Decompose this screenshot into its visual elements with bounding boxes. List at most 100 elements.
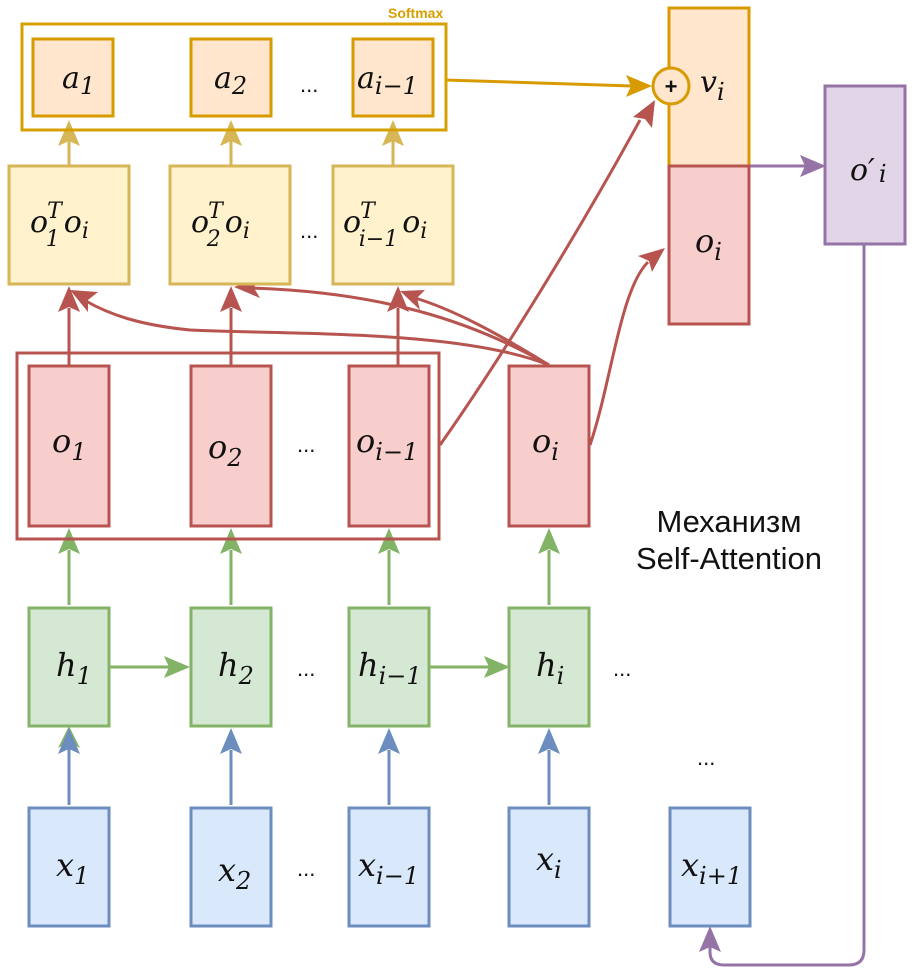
arrowhead (220, 528, 242, 554)
arrowhead (164, 656, 190, 678)
node-xim1: xi−1 (347, 806, 431, 928)
arrowhead (699, 926, 721, 952)
node-a1: a1 (31, 37, 115, 118)
ellipsis: ... (297, 432, 315, 457)
node-x2: x2 (189, 806, 273, 928)
node-xi: xi (507, 806, 591, 928)
svg-text:h2: h2 (218, 646, 254, 690)
svg-text:ai−1: ai−1 (357, 61, 418, 100)
node-oi: oi (507, 364, 591, 528)
vi-label: vi (700, 65, 725, 106)
svg-text:o2: o2 (208, 428, 243, 472)
arrowhead (220, 286, 242, 312)
arrowhead (378, 728, 400, 754)
arrowhead (387, 286, 409, 312)
arrowhead (58, 120, 80, 146)
arrow-oi-score2 (249, 286, 550, 367)
svg-text:a2: a2 (214, 61, 247, 100)
node-a2: a2 (189, 37, 273, 118)
node-oprime: o′i (823, 84, 907, 246)
arrowhead (538, 528, 560, 554)
weight-row: a1 a2 ai−1 (31, 37, 435, 118)
svg-text:x2: x2 (218, 851, 251, 895)
ellipsis: ... (300, 72, 318, 97)
svg-text:o1: o1 (52, 422, 87, 466)
title-line-2: Self-Attention (636, 541, 822, 576)
ellipsis-group: ... ... ... ... ... ... ... (297, 72, 715, 881)
softmax-label: Softmax (388, 5, 443, 21)
title-line-1: Механизм (656, 504, 801, 539)
arrowhead (58, 728, 80, 754)
node-xip1: xi+1 (668, 806, 752, 928)
node-o1: o1 (27, 364, 111, 528)
arrowhead (538, 728, 560, 754)
ellipsis: ... (297, 856, 315, 881)
arrow-oi-score1 (83, 298, 550, 367)
node-hi: hi (507, 606, 591, 728)
arrowhead (626, 75, 652, 97)
svg-text:a1: a1 (62, 61, 95, 100)
arrowhead (382, 120, 404, 146)
green-arrow-group (67, 550, 551, 669)
hidden-row: h1 h2 hi−1 hi (27, 606, 591, 728)
node-h2: h2 (189, 606, 273, 728)
arrowhead (400, 290, 425, 310)
svg-text:xi−1: xi−1 (358, 846, 419, 890)
arrow-oim1-vi (438, 119, 642, 446)
arrow-oi-scoreim1 (414, 296, 550, 367)
arrowhead (378, 528, 400, 554)
purple-arrow-group (708, 164, 866, 967)
node-concat-oi (667, 164, 751, 326)
ellipsis: ... (613, 656, 631, 681)
svg-text:x1: x1 (56, 846, 89, 890)
node-h1: h1 (27, 606, 111, 728)
arrowhead (58, 286, 80, 312)
svg-text:h1: h1 (56, 646, 92, 690)
svg-text:hi: hi (536, 646, 564, 690)
arrow-softmax-vi (444, 78, 633, 88)
arrowhead (58, 528, 80, 554)
blue-arrow-group (67, 750, 551, 805)
outputs-frame (15, 351, 441, 541)
yellow-arrowheads (58, 120, 404, 146)
node-x1: x1 (27, 806, 111, 928)
purple-arrowheads (699, 155, 826, 952)
plus-operator-icon (651, 66, 691, 106)
concat-block: + vi oi (651, 6, 751, 326)
softmax-frame (20, 22, 448, 132)
node-aim1: ai−1 (351, 37, 435, 118)
svg-text:hi−1: hi−1 (358, 646, 422, 690)
plus-operator-sign: + (665, 74, 678, 99)
arrowhead (800, 155, 826, 177)
ellipsis: ... (300, 218, 318, 243)
svg-text:xi: xi (536, 840, 562, 884)
green-arrowheads (58, 528, 560, 678)
node-him1: hi−1 (347, 606, 431, 728)
node-oim1: oi−1 (347, 364, 431, 528)
svg-text:o′i: o′i (850, 153, 887, 188)
input-row: x1 x2 xi−1 xi xi+1 (27, 806, 752, 928)
arrowhead (484, 656, 510, 678)
arrowhead (220, 728, 242, 754)
concat-oi-label: oi (695, 222, 722, 266)
arrowhead (638, 248, 665, 272)
arrow-oprime-xip1 (708, 245, 866, 967)
node-o2: o2 (189, 364, 273, 528)
blue-arrowheads (58, 728, 560, 754)
ellipsis: ... (297, 656, 315, 681)
yellow-arrow-group (67, 140, 395, 165)
arrowhead (633, 100, 655, 128)
svg-text:xi+1: xi+1 (681, 846, 742, 890)
svg-text:oi−1: oi−1 (356, 422, 418, 466)
svg-text:oi: oi (532, 422, 559, 466)
red-arrow-group (67, 119, 650, 446)
arrowhead (70, 290, 98, 312)
arrowhead (220, 120, 242, 146)
arrow-oi-concat (588, 260, 650, 446)
